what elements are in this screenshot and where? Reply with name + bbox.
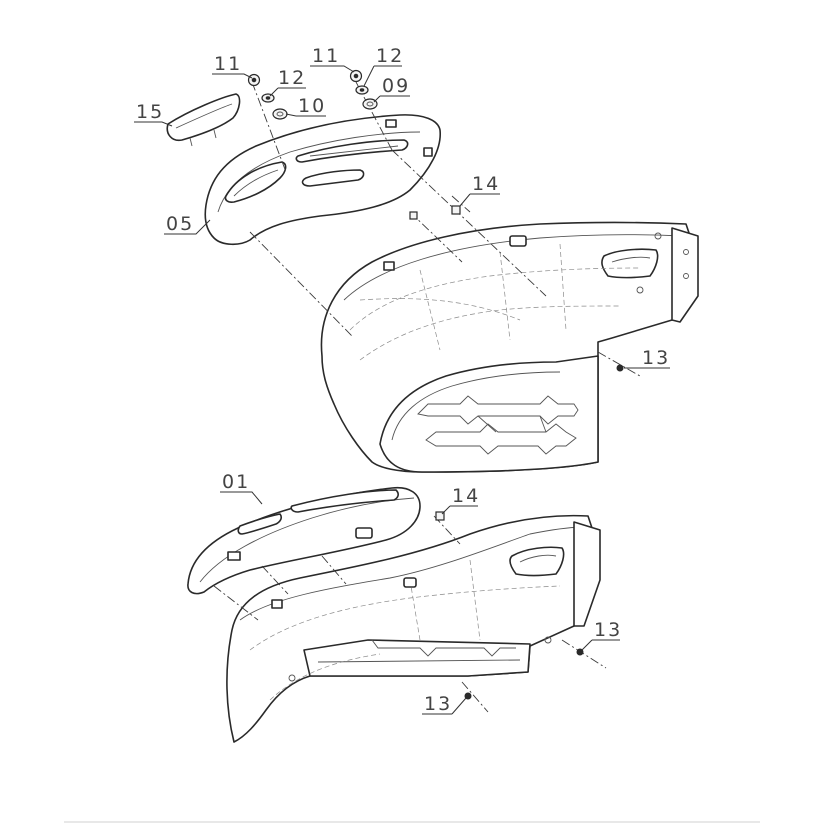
callout-15: 15 [134, 101, 173, 127]
callout-13c: 13 [422, 693, 467, 715]
bolt-11a-icon [247, 73, 261, 87]
nut-09-icon [362, 98, 378, 110]
bolt-11b-icon [349, 69, 363, 83]
callout-12b: 12 [363, 45, 404, 87]
clip-14b-icon [435, 511, 445, 521]
callout-label: 09 [382, 75, 410, 97]
callout-11b: 11 [310, 45, 355, 73]
lower-hardware [435, 511, 584, 700]
nut-10-icon [272, 108, 288, 120]
fastener-13b-icon [576, 648, 584, 656]
callout-label: 14 [472, 173, 500, 195]
part-14-lower-body [226, 514, 601, 743]
callout-label: 13 [642, 347, 670, 369]
callout-14a: 14 [459, 173, 500, 207]
washer-12a-icon [261, 93, 275, 103]
fastener-13c-icon [464, 692, 472, 700]
callout-label: 12 [376, 45, 404, 67]
upper-hardware [247, 69, 624, 372]
part-15-end-cap [166, 93, 241, 147]
callout-label: 13 [594, 619, 622, 641]
callout-12a: 12 [269, 67, 306, 97]
callout-01: 01 [220, 471, 263, 505]
callout-label: 01 [222, 471, 250, 493]
callout-label: 11 [214, 53, 242, 75]
callout-09: 09 [373, 75, 410, 103]
washer-12b-icon [355, 85, 369, 95]
part-05-upper-trim [204, 114, 441, 246]
callout-11a: 11 [212, 53, 253, 79]
fastener-13a-icon [616, 364, 624, 372]
callout-13b: 13 [581, 619, 622, 651]
clip-14a-icon [409, 205, 461, 220]
callout-label: 10 [298, 95, 326, 117]
callout-05: 05 [164, 213, 211, 235]
callout-label: 13 [424, 693, 452, 715]
lower-assembly-centerlines [213, 515, 607, 713]
callout-13a: 13 [624, 347, 670, 369]
part-01-lower-trim [187, 486, 421, 595]
callout-label: 05 [166, 213, 194, 235]
part-14-upper-body [320, 221, 699, 473]
callouts: 11 12 10 11 12 09 15 [134, 45, 670, 715]
callout-label: 11 [312, 45, 340, 67]
callout-10: 10 [285, 95, 326, 117]
callout-14b: 14 [441, 485, 480, 515]
callout-label: 15 [136, 101, 164, 123]
callout-label: 14 [452, 485, 480, 507]
callout-label: 12 [278, 67, 306, 89]
